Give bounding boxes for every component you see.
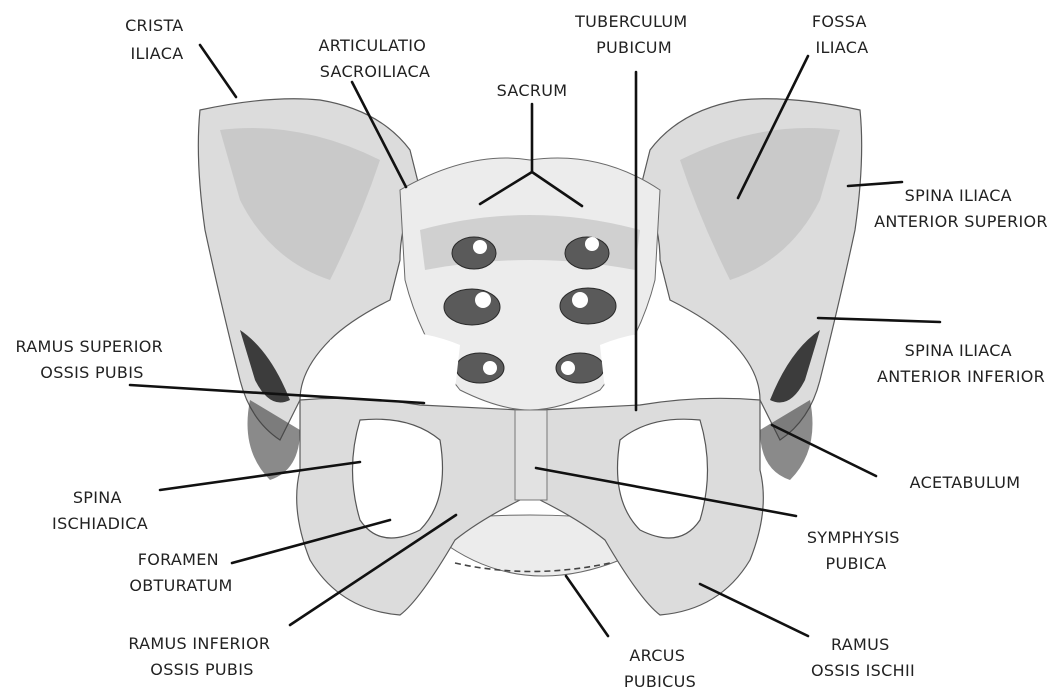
leader-arcus-pubicus [566, 576, 608, 636]
label-foramen-obturatum: FORAMEN OBTURATUM [129, 550, 232, 595]
label-spina-iliaca-anterior-superior: SPINA ILIACA ANTERIOR SUPERIOR [874, 186, 1048, 231]
pelvic-inlet [330, 331, 460, 390]
symphysis-region [515, 410, 547, 500]
label-symphysis-pubica: SYMPHYSIS PUBICA [807, 528, 905, 573]
label-arcus-pubicus: ARCUS PUBICUS [624, 646, 696, 689]
label-articulatio-sacroiliaca: ARTICULATIO SACROILIACA [318, 36, 431, 81]
leader-spina-iliaca-ant-inf [818, 318, 940, 322]
label-fossa-iliaca: FOSSA ILIACA [812, 12, 872, 57]
label-crista-iliaca: CRISTA ILIACA [125, 16, 189, 63]
leader-ramus-ossis-ischii [700, 584, 808, 636]
label-spina-iliaca-anterior-inferior: SPINA ILIACA ANTERIOR INFERIOR [877, 341, 1045, 386]
label-ramus-ossis-ischii: RAMUS OSSIS ISCHII [811, 635, 915, 680]
label-ramus-superior-ossis-pubis: RAMUS SUPERIOR OSSIS PUBIS [16, 337, 169, 382]
pelvis-illustration [198, 99, 861, 615]
label-acetabulum: ACETABULUM [910, 473, 1021, 492]
leader-crista-iliaca [200, 45, 236, 97]
label-spina-ischiadica: SPINA ISCHIADICA [52, 488, 148, 533]
label-sacrum: SACRUM [497, 81, 568, 100]
label-ramus-inferior-ossis-pubis: RAMUS INFERIOR OSSIS PUBIS [128, 634, 275, 679]
label-tuberculum-pubicum: TUBERCULUM PUBICUM [574, 12, 693, 57]
